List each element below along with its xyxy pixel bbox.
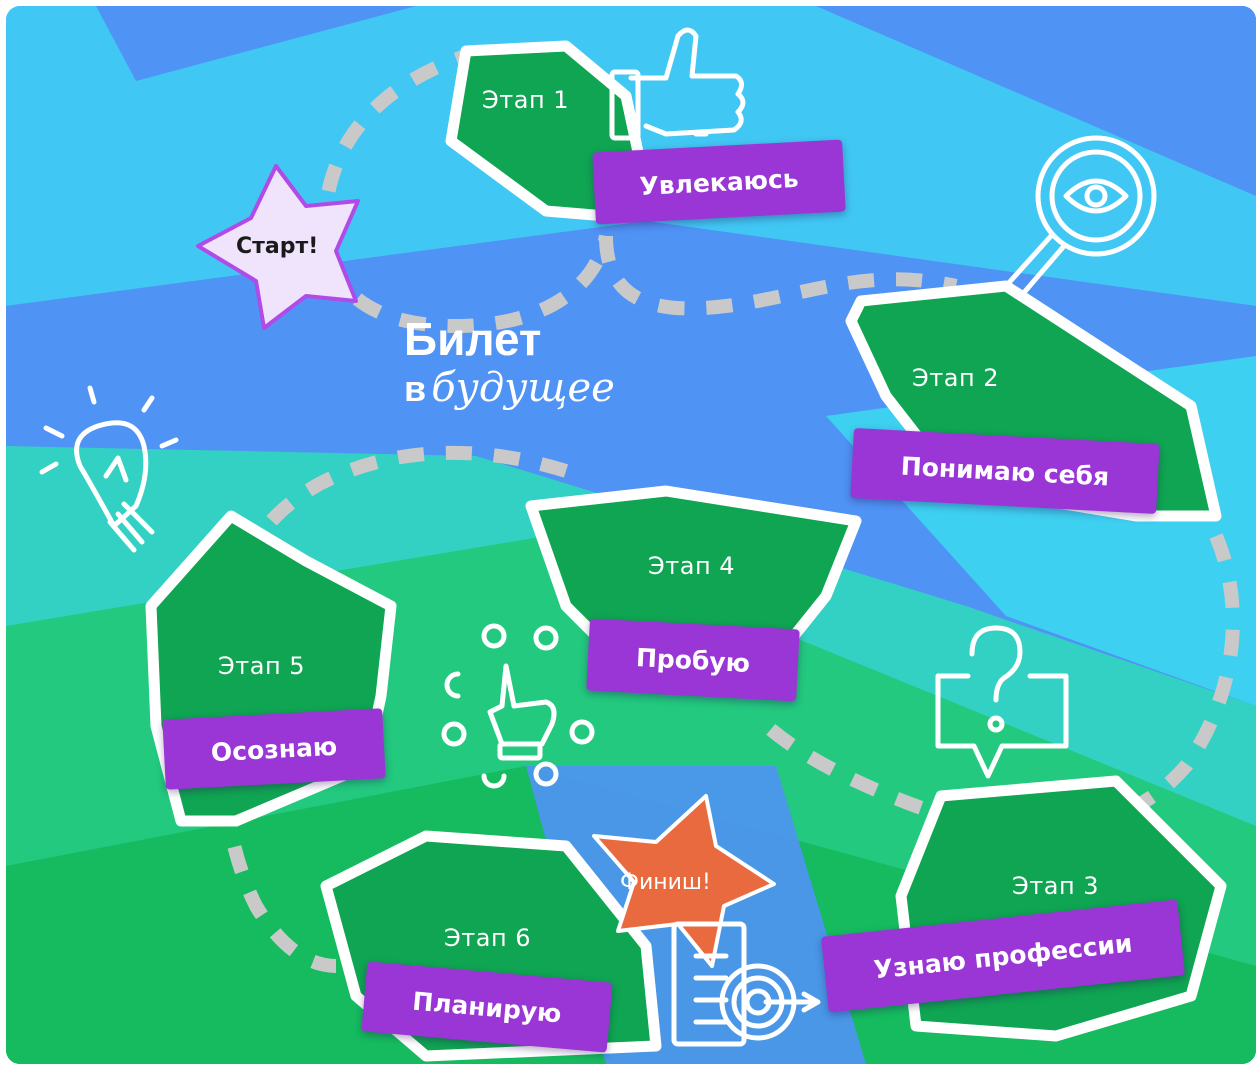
question-bubble-icon bbox=[935, 625, 1069, 779]
stage-4-tag[interactable]: Пробую bbox=[586, 618, 800, 702]
stage-1-label: Этап 1 bbox=[482, 86, 570, 114]
stage-5-tag[interactable]: Осознаю bbox=[162, 708, 386, 790]
magnifier-eye-icon bbox=[1003, 135, 1157, 299]
stage-6-label: Этап 6 bbox=[444, 924, 532, 952]
stage-1-tag[interactable]: Увлекаюсь bbox=[592, 139, 846, 225]
finish-label: Финиш! bbox=[620, 870, 711, 895]
start-label: Старт! bbox=[236, 234, 319, 259]
stage-5-label: Этап 5 bbox=[218, 652, 306, 680]
logo-subtitle: в будущее bbox=[404, 368, 615, 408]
stage-2-label: Этап 2 bbox=[912, 364, 1000, 392]
stage-4-shape bbox=[525, 485, 862, 652]
logo-preposition: в bbox=[404, 368, 427, 409]
stage-4-label: Этап 4 bbox=[648, 552, 736, 580]
roadmap-board: Билет в будущее Старт! Финиш! Этап 1 Эта… bbox=[6, 6, 1256, 1064]
start-star bbox=[196, 164, 360, 330]
thumbs-up-icon bbox=[609, 27, 746, 141]
lightbulb-icon bbox=[39, 385, 179, 553]
stage-3-label: Этап 3 bbox=[1012, 872, 1100, 900]
checklist-target-icon bbox=[671, 921, 821, 1047]
pointing-hand-icon bbox=[441, 623, 595, 789]
logo-italic: будущее bbox=[431, 365, 615, 411]
logo-title: Билет bbox=[404, 313, 542, 365]
